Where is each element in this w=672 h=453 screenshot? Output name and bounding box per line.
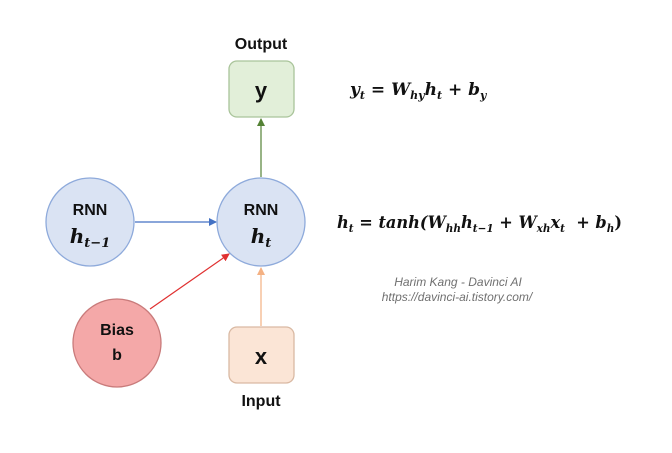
edge-bias-to-current: [149, 253, 230, 310]
output-equation: yt = Whyht + by: [349, 80, 488, 102]
output-symbol: y: [255, 78, 268, 103]
input-node: [228, 326, 295, 384]
rnn-current-state: ht: [251, 224, 272, 251]
output-title: Output: [235, 36, 288, 53]
input-symbol: x: [255, 344, 268, 369]
bias-symbol: b: [112, 347, 122, 364]
rnn-current-label: RNN: [244, 202, 279, 219]
bias-label: Bias: [100, 322, 134, 339]
rnn-prev-state: ht−1: [70, 224, 111, 251]
rnn-prev-node: [45, 177, 135, 267]
output-node: [228, 60, 295, 118]
input-title: Input: [241, 393, 281, 410]
credit-url: https://davinci-ai.tistory.com/: [382, 290, 534, 304]
rnn-prev-label: RNN: [73, 202, 108, 219]
rnn-current-node: [216, 177, 306, 267]
credit-author: Harim Kang - Davinci AI: [394, 275, 522, 289]
bias-node: [72, 298, 162, 388]
hidden-equation: ht = tanh(Whhht−1 + Wxhxt + bh): [337, 213, 622, 235]
